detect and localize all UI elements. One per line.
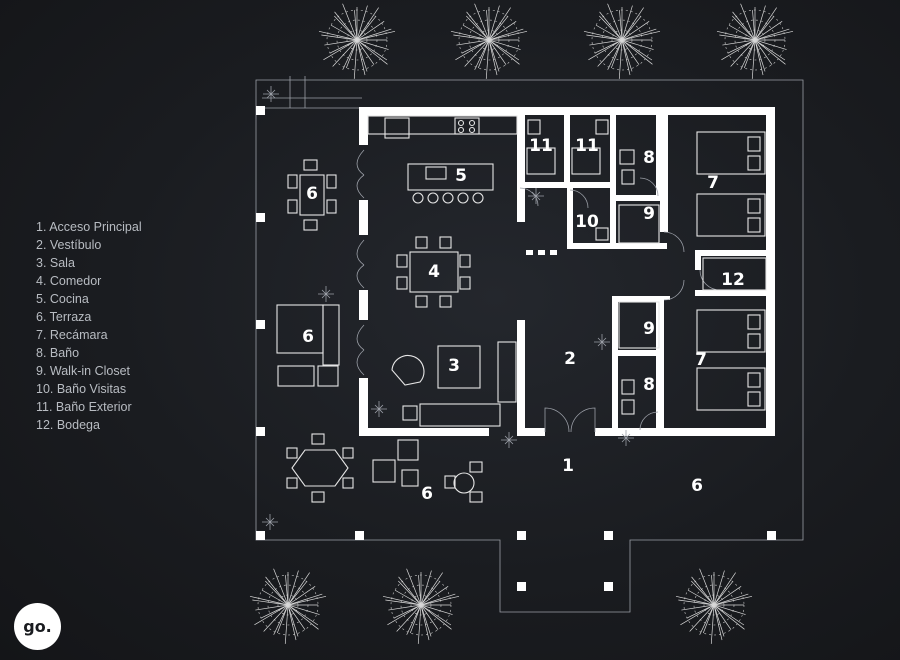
plant-icon <box>262 86 634 530</box>
walls <box>359 107 775 436</box>
room-number: 8 <box>643 148 655 168</box>
legend-item: 12. Bodega <box>36 418 100 432</box>
legend-item: 11. Baño Exterior <box>36 400 132 414</box>
room-number: 11 <box>575 136 599 156</box>
terrace-furniture <box>276 159 483 503</box>
legend-item: 1. Acceso Principal <box>36 220 142 234</box>
room-number: 10 <box>575 212 599 232</box>
terrace-columns <box>256 106 776 591</box>
room-number: 12 <box>721 270 745 290</box>
room-number: 2 <box>564 349 576 369</box>
legend-item: 3. Sala <box>36 256 75 270</box>
legend-list: 1. Acceso Principal 2. Vestíbulo 3. Sala… <box>36 218 142 434</box>
room-number: 9 <box>643 204 655 224</box>
tree-icon <box>583 3 661 79</box>
tree-icon <box>249 3 794 644</box>
room-number: 9 <box>643 319 655 339</box>
room-number: 8 <box>643 375 655 395</box>
tree-icon <box>716 3 794 79</box>
room-number: 6 <box>302 327 314 347</box>
room-number: 3 <box>448 356 460 376</box>
tree-icon <box>318 3 396 79</box>
room-number: 6 <box>306 184 318 204</box>
terrace-rail <box>262 76 362 109</box>
legend-item: 10. Baño Visitas <box>36 382 127 396</box>
bedroom-furniture <box>696 131 766 411</box>
room-number: 4 <box>428 262 440 282</box>
tree-icon <box>382 568 460 644</box>
bathroom-fixtures <box>526 119 767 415</box>
legend-item: 8. Baño <box>36 346 80 360</box>
room-number: 6 <box>691 476 703 496</box>
legend-item: 7. Recámara <box>36 328 108 342</box>
living-furniture <box>391 341 517 427</box>
legend-item: 9. Walk-in Closet <box>36 364 131 378</box>
room-number: 1 <box>562 456 574 476</box>
tree-icon <box>249 568 327 644</box>
legend-item: 5. Cocina <box>36 292 89 306</box>
terrace-outline <box>255 79 804 613</box>
tree-icon <box>450 3 528 79</box>
room-number: 6 <box>421 484 433 504</box>
brand-logo: go. <box>14 603 61 650</box>
room-number: 7 <box>695 350 707 370</box>
legend-item: 2. Vestíbulo <box>36 238 102 252</box>
kitchen-furniture <box>367 115 518 204</box>
tree-icon <box>675 568 753 644</box>
legend-item: 6. Terraza <box>36 310 92 324</box>
dining-furniture <box>396 236 471 308</box>
room-numbers: 1 2 3 4 5 6 6 6 6 7 7 8 8 9 9 10 11 11 1… <box>302 136 745 504</box>
room-number: 7 <box>707 173 719 193</box>
legend-item: 4. Comedor <box>36 274 102 288</box>
room-number: 5 <box>455 166 467 186</box>
room-number: 11 <box>529 136 553 156</box>
